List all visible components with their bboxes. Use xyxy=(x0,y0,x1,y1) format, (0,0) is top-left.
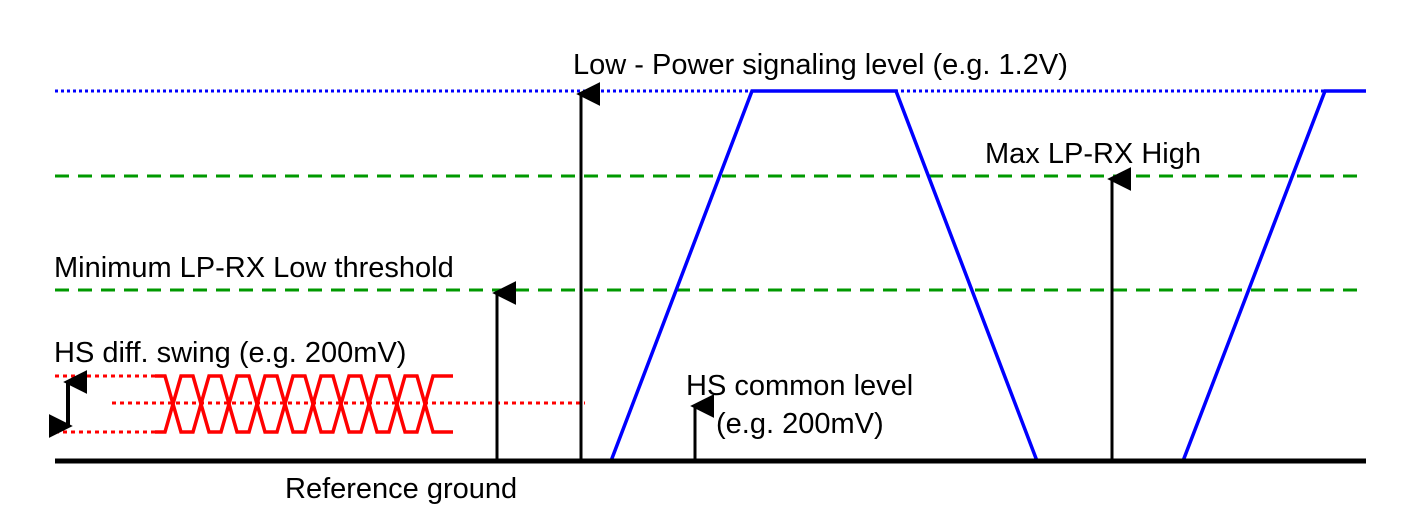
lp-signal-pulse-1 xyxy=(609,89,1039,462)
hs-swing-label: HS diff. swing (e.g. 200mV) xyxy=(54,337,406,369)
lp-signal-pulse-2 xyxy=(1181,89,1366,462)
hs-common-label: HS common level xyxy=(686,370,913,402)
hs-common-example-label: (e.g. 200mV) xyxy=(716,408,884,440)
hs-signal-b xyxy=(155,374,453,434)
min-lp-rx-low-label: Minimum LP-RX Low threshold xyxy=(54,252,454,284)
lp-level-label: Low - Power signaling level (e.g. 1.2V) xyxy=(573,49,1068,81)
max-lp-rx-high-label: Max LP-RX High xyxy=(985,138,1201,170)
reference-ground-label: Reference ground xyxy=(285,473,517,505)
